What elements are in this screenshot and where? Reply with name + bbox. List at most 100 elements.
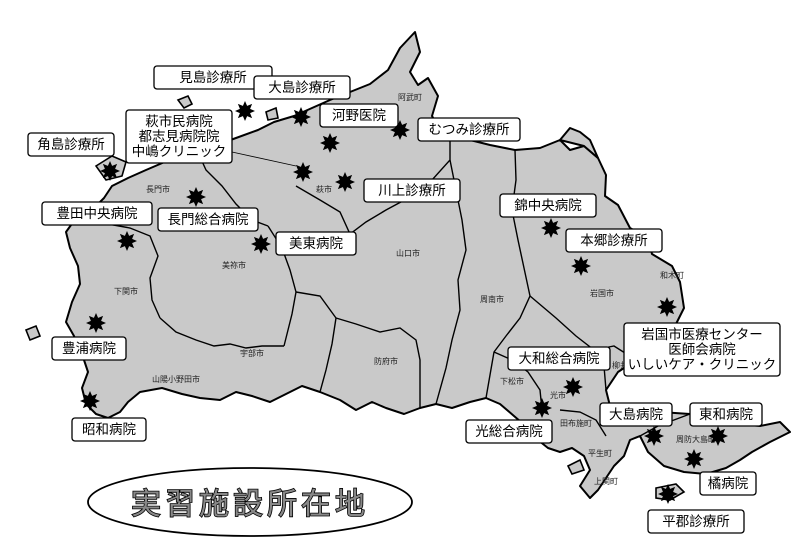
facility-label-box	[599, 402, 673, 427]
city-label: 山口市	[396, 248, 420, 258]
facility-name: 川上診療所	[378, 182, 446, 199]
facility-label-box	[417, 117, 521, 142]
island-sw-small	[566, 458, 586, 475]
facility-label-heigun: 平郡診療所	[647, 509, 745, 534]
title-ellipse	[87, 467, 413, 537]
facility-label-box	[319, 103, 399, 128]
city-label: 下関市	[114, 286, 138, 296]
city-labels: 阿武町 長門市 萩市 美祢市 山口市 周南市 下関市 宇部市 山陽小野田市 防府…	[114, 92, 716, 486]
city-label: 山陽小野田市	[152, 374, 200, 384]
facility-label-kono: 河野医院	[319, 103, 399, 128]
facility-name: 東和病院	[699, 407, 753, 423]
island-mishima	[176, 94, 194, 110]
facility-label-toyota: 豊田中央病院	[41, 201, 153, 226]
facility-name: 光総合病院	[475, 424, 543, 440]
facility-name: 豊浦病院	[62, 341, 116, 357]
facility-label-box	[507, 346, 611, 371]
facility-star-icon	[708, 426, 728, 446]
facility-label-yamato: 大和総合病院	[507, 346, 611, 371]
facility-name: むつみ診療所	[429, 121, 510, 138]
facility-name: 長門総合病院	[168, 212, 249, 228]
facility-label-kawakami: 川上診療所	[363, 178, 461, 203]
city-label: 岩国市	[590, 288, 614, 298]
facility-name: 橘病院	[708, 476, 749, 492]
facility-label-towa: 東和病院	[689, 402, 763, 427]
facility-label-oshima-s: 大島病院	[599, 402, 673, 427]
facility-label-showa: 昭和病院	[71, 417, 147, 442]
facility-label-box	[41, 201, 153, 226]
facility-star-icon	[235, 101, 255, 121]
mainland	[65, 31, 791, 499]
city-label: 和木町	[660, 270, 684, 280]
facility-label-box	[157, 207, 259, 232]
facility-name: 河野医院	[332, 108, 386, 124]
facility-name: 萩市民病院	[145, 113, 213, 130]
facility-label-box	[363, 178, 461, 203]
facility-name: 大和総合病院	[519, 351, 600, 367]
facility-star-icon	[293, 162, 313, 182]
facility-name: 本郷診療所	[580, 232, 648, 249]
facility-name: 中嶋クリニック	[132, 144, 227, 160]
island-oshima-n	[265, 106, 279, 121]
facility-label-box	[125, 109, 233, 164]
facility-name: 昭和病院	[82, 422, 136, 438]
facility-star-icon	[320, 133, 340, 153]
facility-label-box	[699, 471, 757, 496]
facility-label-box	[565, 228, 663, 253]
facility-label-nishiki: 錦中央病院	[499, 193, 597, 218]
facility-name: 見島診療所	[179, 69, 247, 86]
city-label: 萩市	[316, 184, 332, 194]
facility-star-icon	[186, 187, 206, 207]
island-west-small	[24, 324, 42, 342]
city-label: 周防大島町	[676, 434, 716, 444]
city-label: 光市	[550, 390, 566, 400]
facility-star-icon	[658, 484, 678, 504]
facility-label-box	[253, 75, 351, 100]
facility-star-icon	[657, 297, 677, 317]
city-label: 平生町	[588, 448, 612, 458]
facility-label-box	[623, 322, 781, 377]
border-mine-west	[159, 317, 284, 349]
facility-name: 角島診療所	[37, 136, 105, 153]
facility-label-box	[51, 336, 127, 361]
facility-label-toyoura: 豊浦病院	[51, 336, 127, 361]
city-label: 周南市	[480, 294, 504, 304]
facility-star-icon	[100, 161, 120, 181]
facility-name: 豊田中央病院	[57, 206, 138, 222]
facility-label-box	[499, 193, 597, 218]
border-hagi-yamaguchi	[295, 124, 451, 236]
facility-name: 平郡診療所	[662, 513, 730, 530]
title-text: 実習施設所在地	[131, 487, 369, 522]
border-hofu	[335, 317, 421, 408]
facility-star-icon	[571, 256, 591, 276]
border-tabuse	[559, 409, 607, 437]
facility-name: いしいケア・クリニック	[628, 357, 777, 373]
facility-star-icon	[684, 449, 704, 469]
facility-label-box	[71, 417, 147, 442]
facility-label-hongo: 本郷診療所	[565, 228, 663, 253]
facility-star-icon	[644, 426, 664, 446]
land-masses	[24, 31, 791, 501]
facility-name: 錦中央病院	[514, 197, 582, 214]
facility-star-icon	[291, 107, 311, 127]
facility-name: 都志見病院院	[139, 129, 220, 145]
city-label: 宇部市	[240, 348, 264, 358]
facility-label-mito: 美東病院	[275, 231, 357, 256]
facility-star-icon	[532, 398, 552, 418]
east-peninsula	[559, 127, 599, 159]
facility-label-tachibana: 橘病院	[699, 471, 757, 496]
facility-label-hikari: 光総合病院	[465, 419, 553, 444]
facility-name: 医師会病院	[668, 342, 736, 358]
facility-star-icon	[251, 234, 271, 254]
facility-label-mishima: 見島診療所	[153, 65, 273, 90]
facility-label-box	[27, 132, 115, 157]
facility-name: 大島診療所	[268, 79, 336, 96]
facility-label-tsunoshima: 角島診療所	[27, 132, 115, 157]
facility-star-icon	[335, 172, 355, 192]
city-label: 田布施町	[560, 418, 592, 428]
facility-label-box	[689, 402, 763, 427]
